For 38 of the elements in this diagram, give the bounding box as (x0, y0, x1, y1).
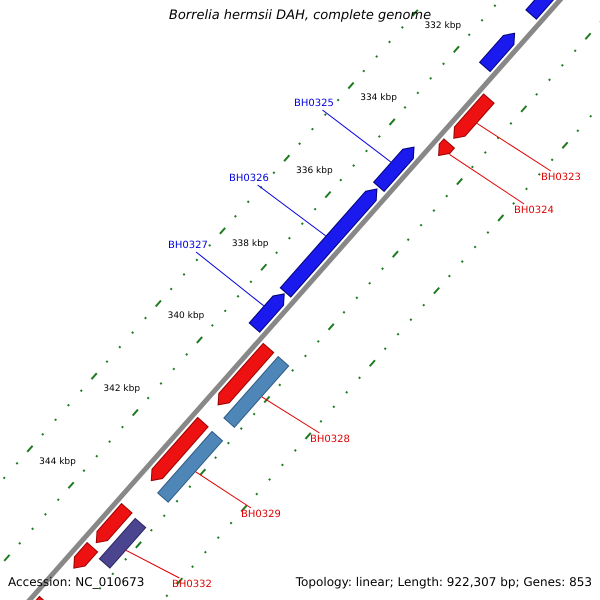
scale-label: 340 kbp (168, 312, 204, 322)
leader-line (448, 154, 525, 204)
gene-bar (98, 518, 146, 569)
gene-block (453, 93, 495, 139)
scale-label: 336 kbp (296, 167, 333, 177)
leader-line (476, 122, 552, 172)
gene-label: BH0328 (310, 434, 350, 445)
gene-label: BH0324 (514, 205, 554, 216)
gene-label: BH0325 (294, 98, 334, 109)
gene-label: BH0329 (241, 509, 281, 520)
leader-line (257, 184, 326, 236)
gene-block (218, 342, 274, 406)
gene-bar (157, 430, 224, 503)
leader-line (126, 550, 180, 578)
gene-bar (223, 356, 290, 428)
gene-block (248, 293, 285, 333)
genome-stats-text: Topology: linear; Length: 922,307 bp; Genes: 853 (296, 576, 592, 590)
gene-label: BH0332 (172, 579, 212, 590)
gene-block (96, 502, 133, 544)
scale-label: 344 kbp (39, 458, 76, 468)
gene-label: BH0326 (229, 173, 269, 184)
scale-label: 338 kbp (232, 240, 268, 250)
gene-block (280, 188, 378, 298)
leader-line (261, 396, 320, 434)
gene-label: BH0327 (168, 240, 208, 251)
leader-line (196, 252, 264, 306)
scale-label: 334 kbp (360, 94, 397, 104)
scale-label: 332 kbp (424, 22, 462, 32)
scale-label: 342 kbp (103, 385, 140, 395)
gene-block (478, 32, 516, 72)
accession-text: Accession: NC_010673 (8, 576, 144, 590)
gene-label: BH0323 (541, 172, 581, 183)
leader-line (195, 471, 252, 508)
title: Borrelia hermsii DAH, complete genome (168, 9, 432, 23)
gene-block (438, 138, 456, 156)
leader-line (322, 110, 392, 162)
gene-block (150, 416, 209, 482)
gene-block (372, 146, 415, 192)
